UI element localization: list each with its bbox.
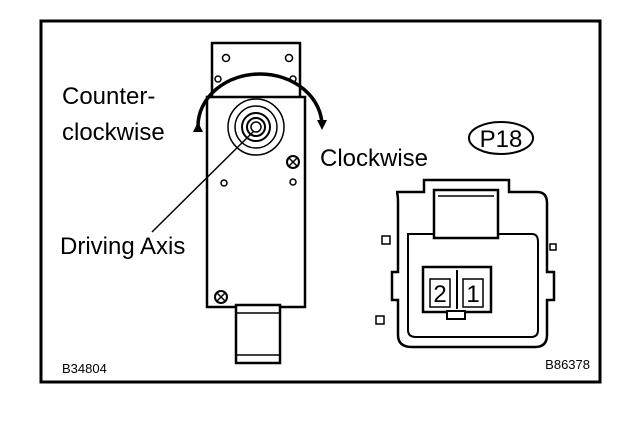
svg-text:2: 2 xyxy=(433,281,446,308)
connector-housing xyxy=(375,178,557,349)
driving-axis-leader xyxy=(151,130,255,233)
svg-text:P18: P18 xyxy=(480,126,523,153)
mount-hole xyxy=(221,53,231,63)
figure-code-left: B34804 xyxy=(62,361,107,376)
actuator-body xyxy=(205,41,307,365)
connector-id-badge: P18 xyxy=(468,121,534,155)
mount-hole xyxy=(220,179,228,187)
label-driving-axis: Driving Axis xyxy=(60,233,185,260)
mount-hole xyxy=(289,178,297,186)
figure-code-right: B86378 xyxy=(545,357,590,372)
screw-icon xyxy=(214,290,228,304)
diagram-frame xyxy=(39,19,602,384)
driving-axis-shaft xyxy=(227,98,285,156)
pin-1-cell: 1 xyxy=(462,278,484,308)
svg-text:1: 1 xyxy=(466,281,479,308)
rotation-arrow-icon xyxy=(192,72,327,133)
pin-2-cell: 2 xyxy=(429,278,451,308)
label-clockwise: Clockwise xyxy=(320,145,428,172)
mount-hole xyxy=(214,75,222,83)
screw-icon xyxy=(286,155,300,169)
label-counter-clockwise-2: clockwise xyxy=(62,119,165,146)
mount-hole xyxy=(284,53,294,63)
label-counter-clockwise-1: Counter- xyxy=(62,83,155,110)
